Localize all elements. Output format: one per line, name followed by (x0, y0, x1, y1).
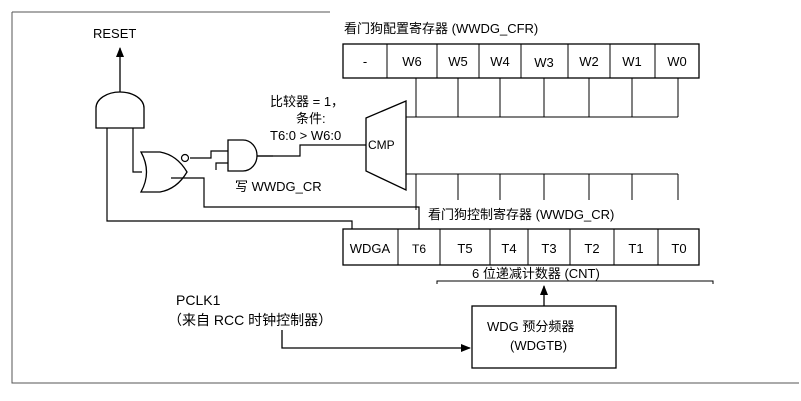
cr-cell: T4 (501, 241, 516, 256)
counter-label: 6 位递减计数器 (CNT) (472, 266, 600, 281)
cr-cell: T3 (541, 241, 556, 256)
clock-source-label: PCLK1 (176, 292, 221, 308)
cfr-cell: W4 (490, 54, 510, 69)
or-gate-inversion-bubble (180, 153, 190, 163)
cfr-cell: W1 (622, 54, 642, 69)
clock-source-note: （来自 RCC 时钟控制器） (168, 312, 332, 328)
cr-cell: T1 (628, 241, 643, 256)
comparator-note-line1: 比较器 = 1， (270, 94, 344, 109)
cr-cell: T6 (412, 242, 426, 256)
cfr-cell: W5 (448, 54, 468, 69)
compare-and-gate (227, 139, 258, 172)
reset-and-gate (95, 91, 145, 129)
prescaler-label-line2: (WDGTB) (510, 338, 567, 353)
cfr-cell: W6 (402, 54, 422, 69)
counter-bracket (436, 280, 714, 284)
cfr-bus (406, 78, 679, 118)
comparator-label: CMP (368, 138, 395, 152)
prescaler-label-line1: WDG 预分频器 (487, 319, 574, 334)
cr-cell: T5 (457, 241, 472, 256)
cfr-cell: W2 (579, 54, 599, 69)
or-gate (139, 151, 188, 193)
clock-to-prescaler-arrow (281, 330, 471, 352)
gate-wiring (106, 128, 420, 229)
cr-cell: T2 (584, 241, 599, 256)
cfr-register: - W6 W5 W4 W3 W2 W1 W0 (342, 43, 700, 79)
cr-bus (406, 173, 679, 210)
cfr-cell: - (363, 54, 367, 69)
cr-cell: T0 (671, 241, 686, 256)
cfr-cell: W0 (667, 54, 687, 69)
cr-register-title: 看门狗控制寄存器 (WWDG_CR) (428, 207, 614, 222)
reset-label: RESET (93, 26, 136, 41)
write-wwdg-cr-label: 写 WWDG_CR (235, 179, 322, 194)
comparator-block (365, 100, 407, 192)
diagram-frame (11, 12, 799, 384)
cfr-register-title: 看门狗配置寄存器 (WWDG_CFR) (344, 21, 538, 36)
cfr-cell: W3 (534, 55, 554, 70)
prescaler-block (471, 305, 617, 369)
cr-register: WDGA T6 T5 T4 T3 T2 T1 T0 (342, 228, 700, 266)
comparator-note-line2: 条件: (296, 111, 326, 126)
comparator-note-line3: T6:0 > W6:0 (270, 128, 341, 143)
cr-cell: WDGA (350, 241, 391, 256)
